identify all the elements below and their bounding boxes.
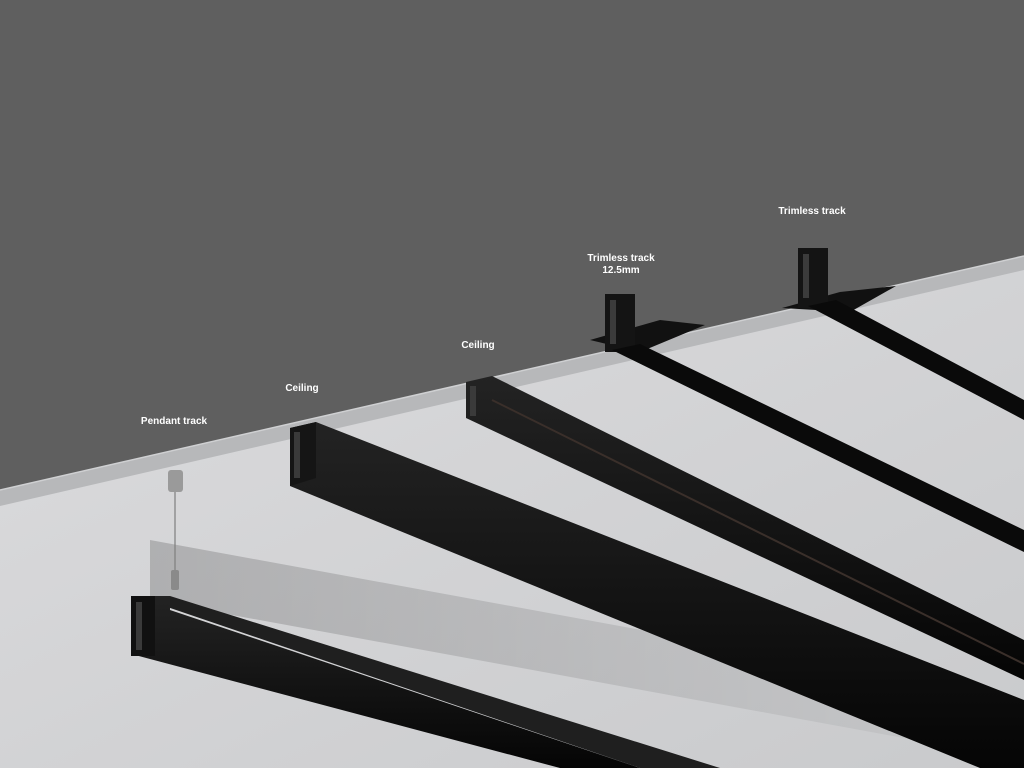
label-trimless-track: Trimless track: [778, 206, 846, 217]
ceiling-track-1-side: [290, 422, 316, 486]
trimless-slot: [808, 300, 1024, 420]
label-trimless-125-line1: Trimless track: [587, 253, 655, 264]
trimless-125-housing: [605, 294, 635, 352]
ceiling-track-1-profile-detail: [294, 432, 300, 478]
trimless-125-profile-detail: [610, 300, 616, 344]
pendant-shadow: [150, 540, 1024, 760]
label-pendant-track: Pendant track: [140, 416, 208, 427]
ceiling-canopy: [168, 470, 183, 492]
label-trimless-125-line2: 12.5mm: [602, 265, 640, 276]
cable-gripper: [171, 570, 179, 590]
trimless-125-slot: [612, 344, 1024, 552]
ceiling-track-2: [466, 376, 1024, 680]
ceiling-track-2-profile-detail: [470, 386, 476, 416]
pendant-track-profile: [131, 596, 155, 656]
label-ceiling-2: Ceiling: [461, 340, 495, 351]
trimless-housing: [798, 248, 828, 308]
trimless-track: [782, 248, 1024, 420]
ceiling-track-2-groove: [491, 399, 1024, 665]
pendant-track-top: [135, 596, 720, 768]
label-ceiling-1: Ceiling: [285, 383, 319, 394]
trimless-track-125: [590, 294, 1024, 552]
ceiling-edge: [0, 256, 1024, 506]
trimless-profile-detail: [803, 254, 809, 298]
ceiling-track-1-body: [290, 422, 1024, 768]
pendant-track-profile-detail: [136, 602, 142, 650]
pendant-track: [131, 470, 720, 768]
ceiling-track-2-body: [466, 376, 1024, 680]
label-trimless-track-12-5mm: Trimless track 12.5mm: [587, 253, 654, 277]
ceiling-track-1: [290, 422, 1024, 768]
